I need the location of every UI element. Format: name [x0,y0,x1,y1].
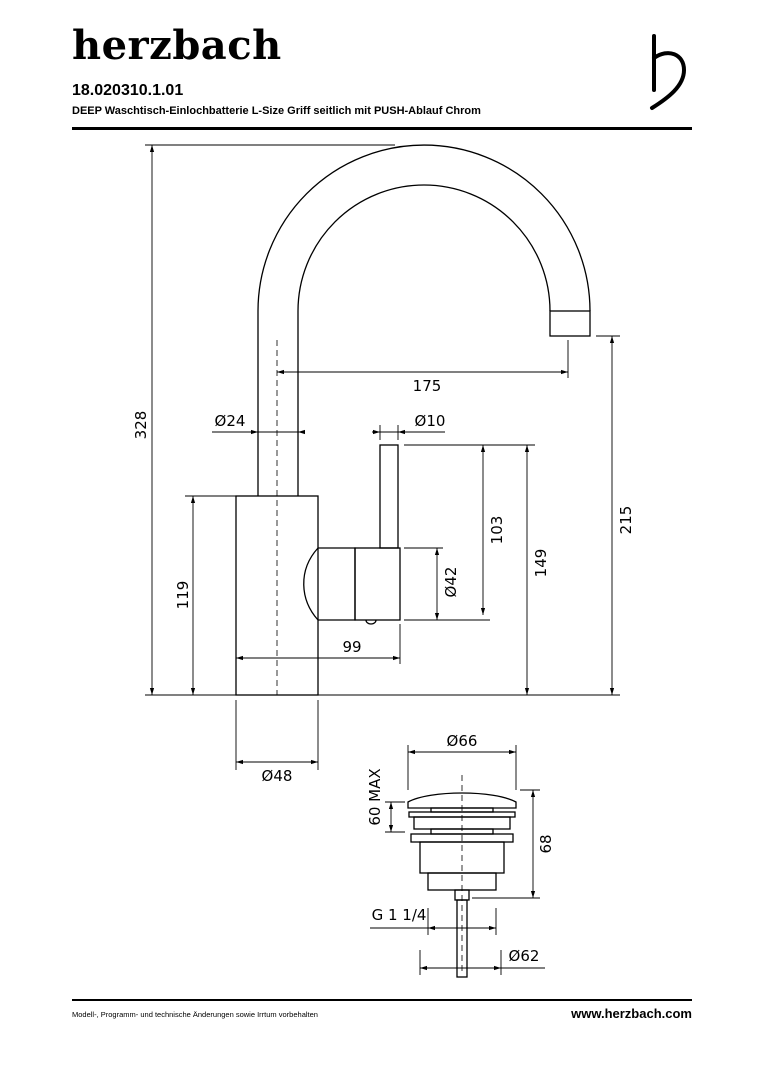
website-link[interactable]: www.herzbach.com [571,1006,692,1021]
footer-disclaimer: Modell-, Programm- und technische Änderu… [72,1010,318,1019]
brand-name: herzbach [72,22,282,69]
dim-total-height: 328 [132,411,150,440]
faucet-body [235,144,591,696]
dim-lever-top-height: 149 [532,549,550,578]
push-drain [407,775,517,978]
dim-drain-height: 68 [537,834,555,853]
dim-drain-thread: G 1 1/4 [372,906,427,924]
dim-lever-height: 103 [488,516,506,545]
dim-body-height: 119 [174,581,192,610]
herzbach-h-logo-icon [650,34,687,110]
dim-drain-cap-diameter: Ø66 [447,732,478,750]
drain-dimension-lines [370,745,545,975]
product-description: DEEP Waschtisch-Einlochbatterie L-Size G… [72,105,481,117]
header-divider [72,127,692,130]
dim-spout-diameter: Ø24 [215,412,246,430]
dim-handle-diameter: Ø42 [442,567,460,598]
part-number: 18.020310.1.01 [72,82,184,99]
dim-drain-max-thickness: 60 MAX [366,768,384,825]
dim-lever-diameter: Ø10 [415,412,446,430]
footer-divider [72,999,692,1001]
dim-body-diameter: Ø48 [262,767,293,785]
dim-reach: 175 [413,377,442,395]
dim-handle-projection: 99 [342,638,361,656]
dim-spout-outlet-height: 215 [617,506,635,535]
dim-drain-hole-diameter: Ø62 [509,947,540,965]
dimension-lines [145,144,620,770]
